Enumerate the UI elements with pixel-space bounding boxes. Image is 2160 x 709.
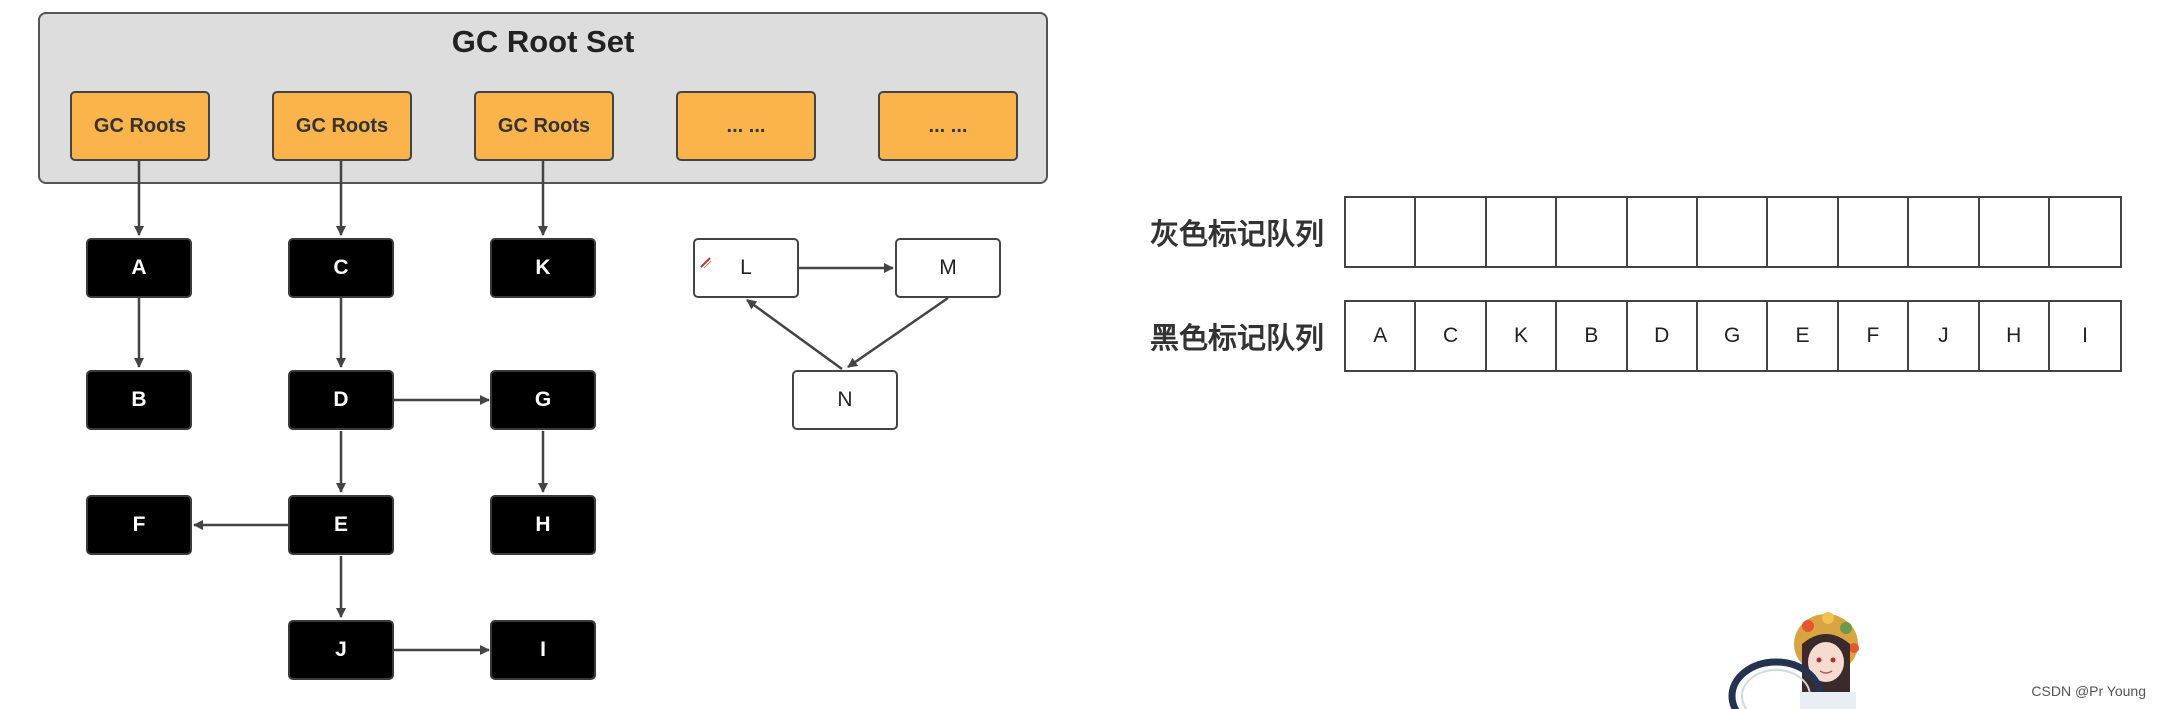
edge-n-l [746,298,843,371]
gray-queue-cell [1698,198,1769,266]
node-g: G [490,370,596,430]
node-f: F [86,495,192,555]
node-n: N [792,370,898,430]
node-e: E [288,495,394,555]
watermark: CSDN @Pr Young [2031,683,2146,699]
avatar-illustration [1728,612,1859,709]
gray-queue-cell [1628,198,1698,266]
gray-queue-cell [1416,198,1487,266]
black-queue-label: 黑色标记队列 [1150,321,1325,355]
black-queue-cell: E [1768,302,1839,370]
gc-root-4: ... ... [676,91,816,161]
node-i: I [490,620,596,680]
node-a: A [86,238,192,298]
gray-queue-cell [1768,198,1839,266]
node-c: C [288,238,394,298]
gray-queue [1344,196,2123,268]
black-queue-cell: K [1487,302,1558,370]
node-h: H [490,495,596,555]
pen-cursor-icon [700,257,712,269]
node-l: L [693,238,799,298]
gray-queue-cell [1980,198,2050,266]
black-queue-cell: D [1628,302,1698,370]
gray-queue-cell [1346,198,1417,266]
black-queue-cell: G [1698,302,1769,370]
gray-queue-label: 灰色标记队列 [1150,217,1325,251]
black-queue-cell: H [1980,302,2050,370]
node-m: M [895,238,1001,298]
black-queue-cell: C [1416,302,1487,370]
edge-m-n [847,296,949,369]
black-queue-cell: F [1839,302,1910,370]
node-j: J [288,620,394,680]
node-k: K [490,238,596,298]
node-d: D [288,370,394,430]
gc-root-5: ... ... [878,91,1018,161]
black-queue-cell: I [2082,324,2089,347]
gc-root-set-title: GC Root Set [451,24,635,59]
gray-queue-cell [1909,198,1980,266]
node-b: B [86,370,192,430]
black-queue-cell: J [1909,302,1980,370]
gray-queue-cell [1557,198,1628,266]
gc-root-set: GC Root Set GC Roots GC Roots GC Roots .… [38,12,1048,184]
gray-queue-cell [1839,198,1910,266]
gray-queue-cell [1487,198,1558,266]
gc-root-2: GC Roots [272,91,412,161]
black-queue-cell: B [1557,302,1628,370]
black-queue-cell: A [1346,302,1417,370]
gray-queue-cell [2050,198,2120,266]
